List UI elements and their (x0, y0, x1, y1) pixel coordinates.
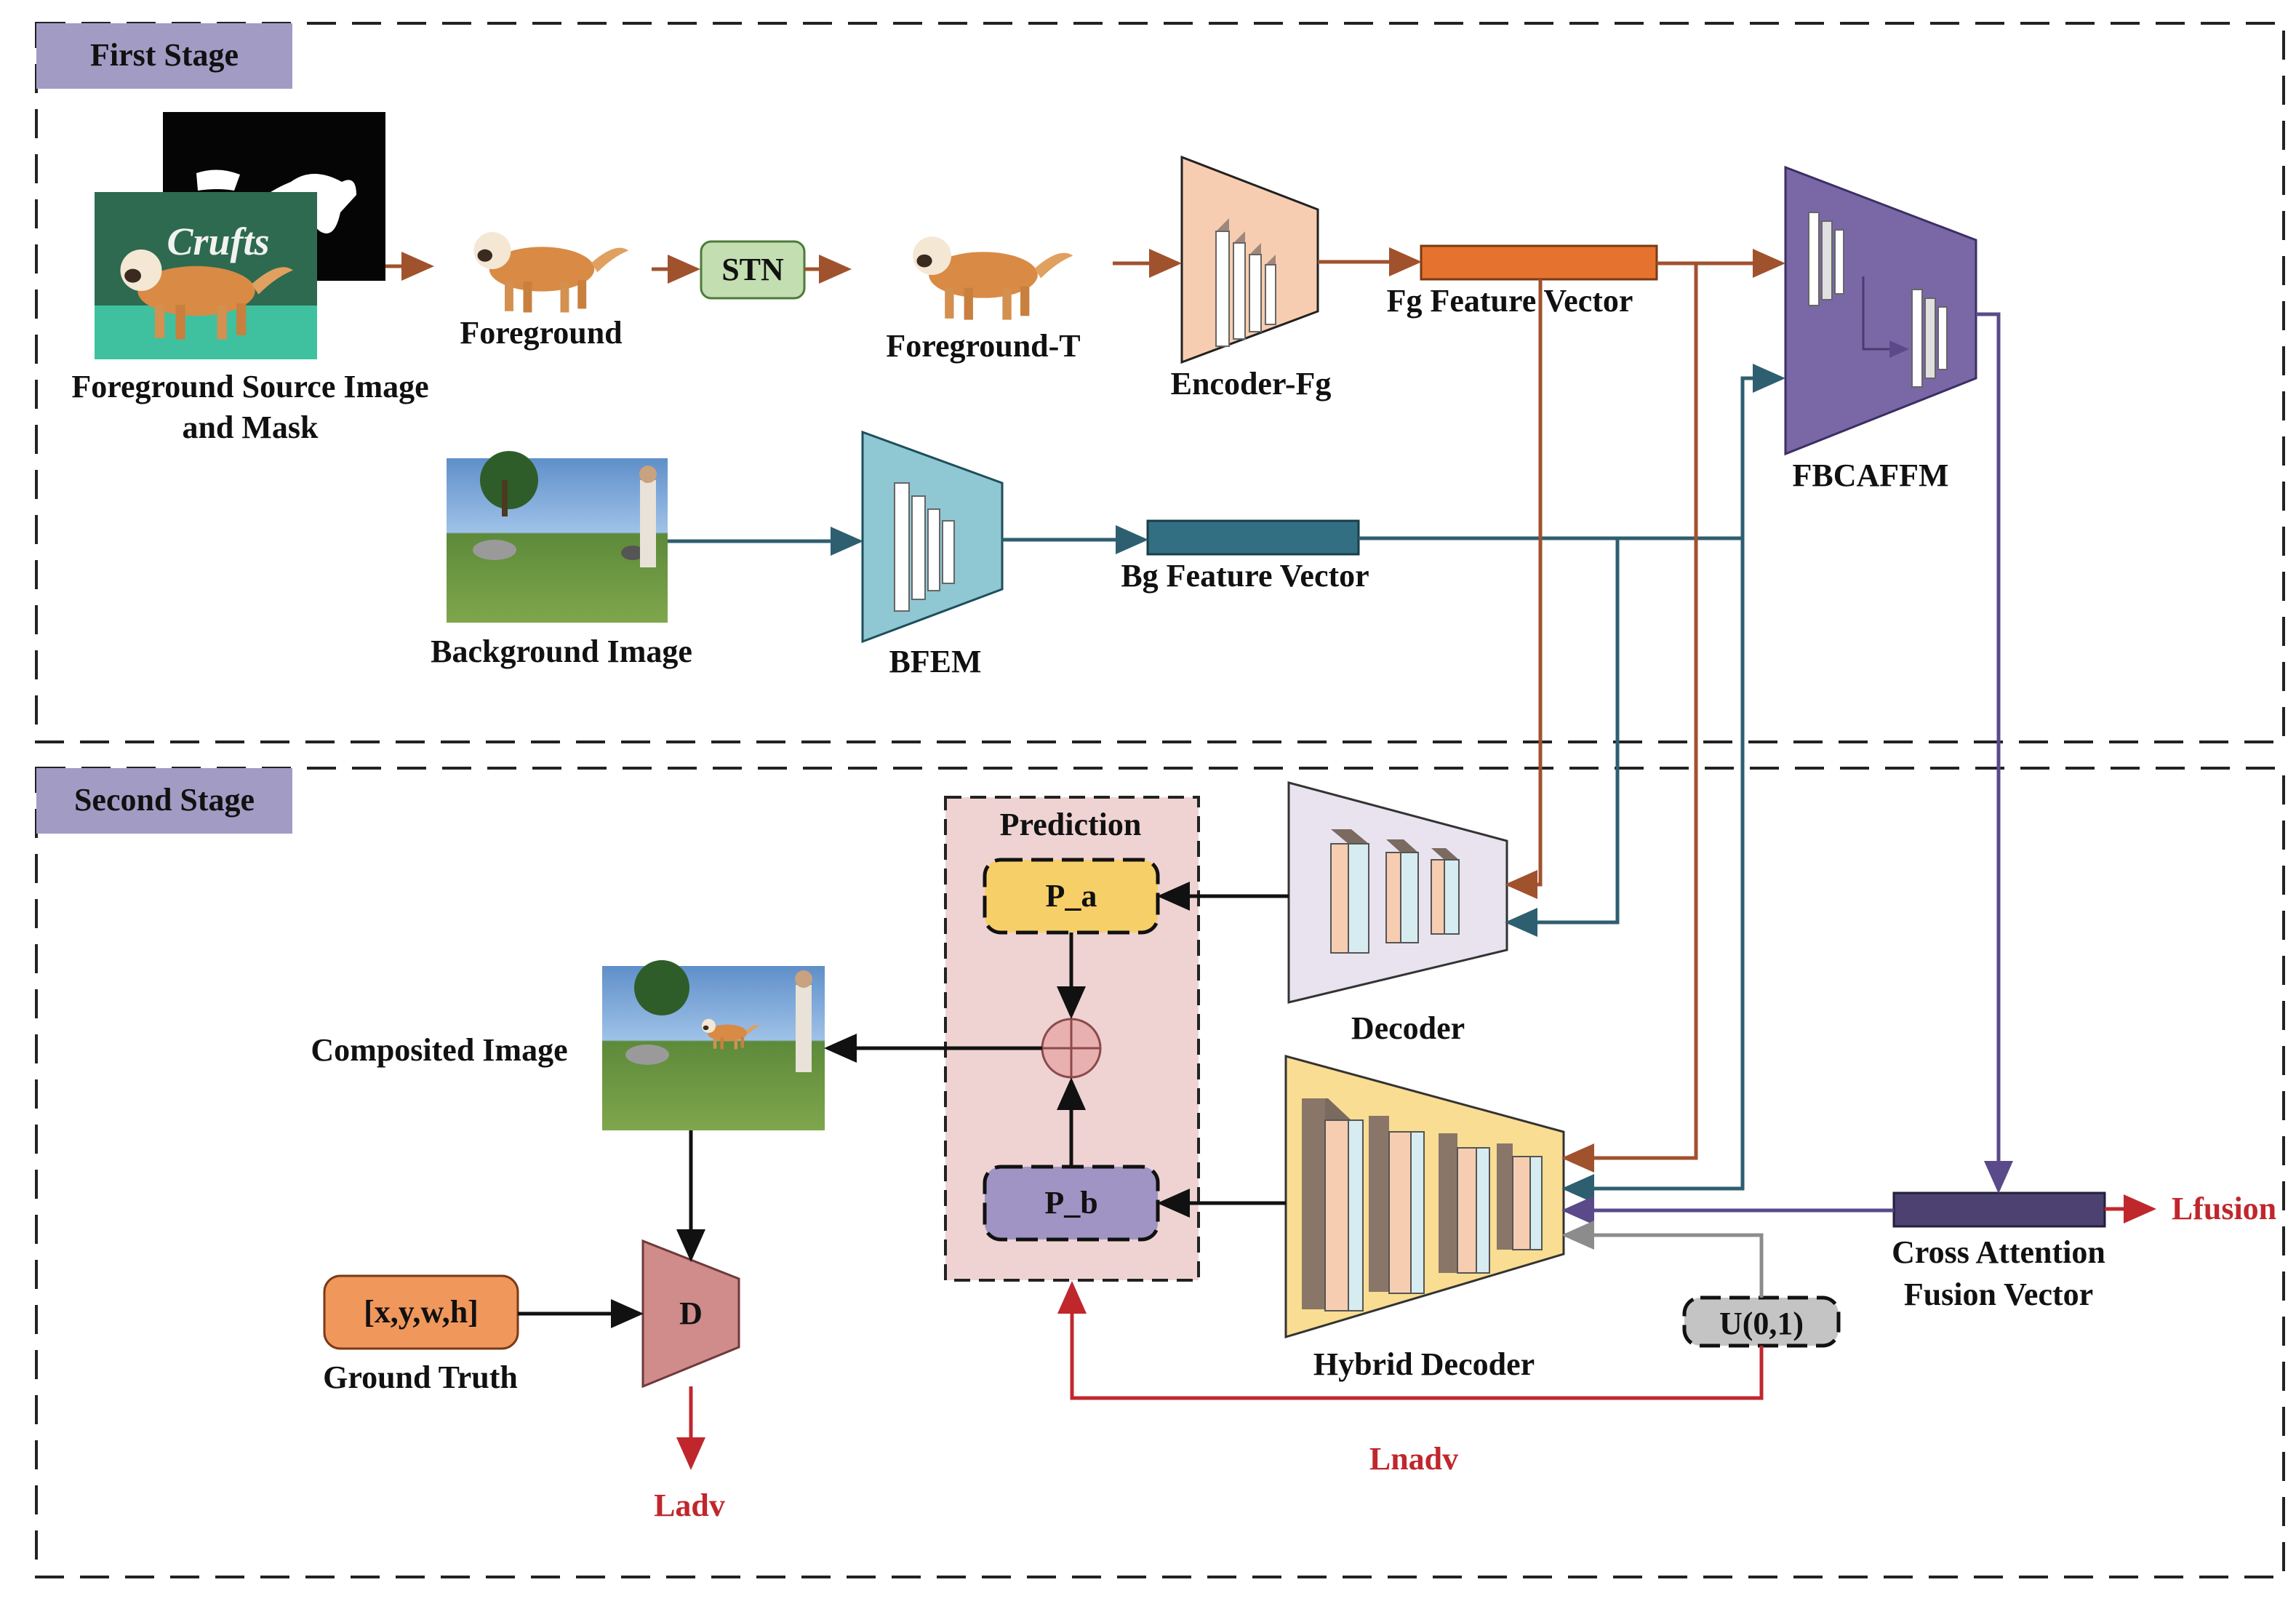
prediction-title: Prediction (1000, 807, 1142, 842)
cross-attention-label-line2: Fusion Vector (1904, 1277, 2093, 1312)
first-stage-frame (35, 22, 2285, 743)
crufts-sign: Crufts (167, 220, 269, 263)
encoder-fg-label: Encoder-Fg (1171, 366, 1332, 402)
lfusion-label: Lfusion (2172, 1191, 2276, 1226)
cross-attention-fusion-vector (1892, 1191, 2106, 1228)
hybrid-decoder-label: Hybrid Decoder (1313, 1346, 1535, 1382)
lnadv-label: Lnadv (1369, 1441, 1458, 1477)
foreground-t-label: Foreground-T (886, 328, 1080, 364)
foreground-source-image: Crufts (95, 112, 385, 359)
ground-truth-box-label: [x,y,w,h] (364, 1294, 479, 1330)
second-stage-label: Second Stage (74, 782, 255, 818)
hybrid-decoder-layers (1302, 1098, 1543, 1311)
bfem-layers (894, 482, 955, 612)
foreground-image (473, 232, 628, 313)
fbcaffm-layers (1808, 212, 1948, 388)
first-stage-connections (385, 247, 1785, 556)
decoder-layers (1330, 829, 1460, 954)
ladv-label: Ladv (654, 1488, 725, 1523)
pb-label: P_b (1044, 1185, 1097, 1221)
fg-source-label-line1: Foreground Source Image (71, 369, 428, 404)
cross-attention-label-line1: Cross Attention (1892, 1234, 2105, 1270)
first-stage-label: First Stage (90, 37, 239, 73)
foreground-t-image (913, 236, 1073, 320)
encoder-fg-layers (1215, 218, 1276, 347)
discriminator (641, 1239, 740, 1389)
bg-feature-vector-label: Bg Feature Vector (1121, 558, 1369, 594)
ground-truth-label: Ground Truth (323, 1360, 518, 1395)
background-image (447, 451, 668, 623)
pa-label: P_a (1046, 878, 1097, 914)
second-stage-tag (36, 768, 292, 834)
fg-source-label-line2: and Mask (182, 410, 319, 445)
bg-feature-vector (1146, 519, 1360, 556)
noise-label: U(0,1) (1719, 1306, 1804, 1341)
fg-feature-vector (1420, 244, 1658, 281)
decoder-label: Decoder (1351, 1010, 1465, 1046)
composited-label: Composited Image (311, 1032, 567, 1068)
second-stage-connections (518, 263, 2156, 1470)
fbcaffm-label: FBCAFFM (1792, 458, 1948, 493)
stn-label: STN (721, 252, 784, 287)
add-operator-icon (1041, 1018, 1102, 1079)
fg-feature-vector-label: Fg Feature Vector (1387, 283, 1633, 319)
first-stage-tag (36, 23, 292, 89)
discriminator-label: D (679, 1295, 703, 1331)
second-stage-frame (35, 767, 2285, 1578)
fbcaffm (1784, 165, 1977, 456)
composited-image (602, 960, 825, 1130)
foreground-label: Foreground (460, 315, 622, 351)
background-label: Background Image (431, 634, 692, 669)
bfem-label: BFEM (889, 644, 981, 679)
